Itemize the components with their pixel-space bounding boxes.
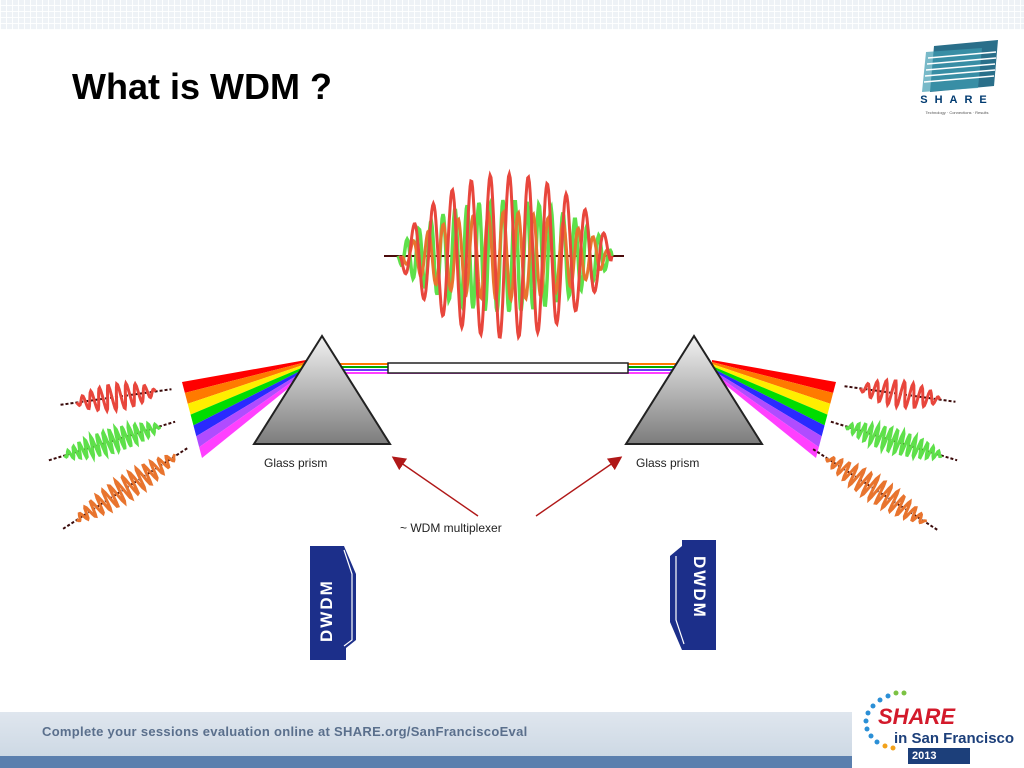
dwdm-left-badge: DWDM — [310, 546, 356, 660]
fiber-link — [318, 362, 700, 374]
spectrum-band — [712, 364, 831, 415]
arrow-to-right-prism — [535, 456, 623, 517]
side-wave — [844, 377, 956, 411]
left-input-waves — [48, 379, 190, 530]
share-sf-badge-icon — [852, 690, 1024, 768]
logo-wordmark: SHARE — [920, 94, 994, 106]
composite-wave-red — [398, 168, 614, 342]
spectrum-band — [184, 362, 306, 404]
left-prism-label: Glass prism — [264, 456, 328, 470]
footer-stripe — [0, 756, 1024, 768]
spectrum-band — [182, 360, 306, 393]
side-wave — [62, 446, 190, 530]
share-logo-icon — [922, 40, 998, 92]
wdm-diagram: DWDM DWDM — [48, 168, 958, 660]
spectrum-band — [187, 364, 306, 415]
arrow-to-left-prism — [391, 456, 479, 517]
footer-evaluation-text: Complete your sessions evaluation online… — [42, 724, 528, 739]
dwdm-right-badge: DWDM — [670, 540, 716, 650]
right-prism-label: Glass prism — [636, 456, 700, 470]
side-wave — [60, 379, 172, 415]
spectrum-band — [712, 360, 836, 393]
left-glass-prism-icon — [252, 334, 392, 445]
spectrum-band — [712, 362, 834, 404]
wdm-multiplexer-label: ~ WDM multiplexer — [400, 521, 502, 535]
spectrum-band — [712, 372, 819, 458]
spectrum-band — [196, 370, 306, 448]
spectrum-band — [193, 368, 306, 437]
side-wave — [812, 448, 940, 532]
side-wave — [830, 419, 958, 462]
spectrum-band — [712, 366, 828, 426]
spectrum-band — [712, 370, 822, 448]
slide-title: What is WDM ? — [72, 66, 332, 107]
spectrum-band — [712, 368, 825, 437]
right-glass-prism-icon — [624, 334, 764, 445]
spectrum-band — [190, 366, 306, 426]
dwdm-left-label: DWDM — [317, 579, 336, 642]
dwdm-right-label: DWDM — [690, 556, 709, 619]
left-spectrum-fan — [182, 360, 306, 458]
logo-tagline: Technology · Connections · Results — [925, 110, 989, 115]
right-spectrum-fan — [712, 360, 836, 458]
right-output-waves — [812, 377, 958, 532]
spectrum-band — [199, 372, 306, 458]
badge-location-text: in San Francisco — [894, 730, 1015, 747]
badge-share-text: SHARE — [878, 704, 956, 729]
side-wave — [48, 419, 176, 463]
composite-signal — [384, 168, 624, 342]
top-header-band — [0, 0, 1024, 30]
badge-year-text: 2013 — [912, 750, 937, 762]
